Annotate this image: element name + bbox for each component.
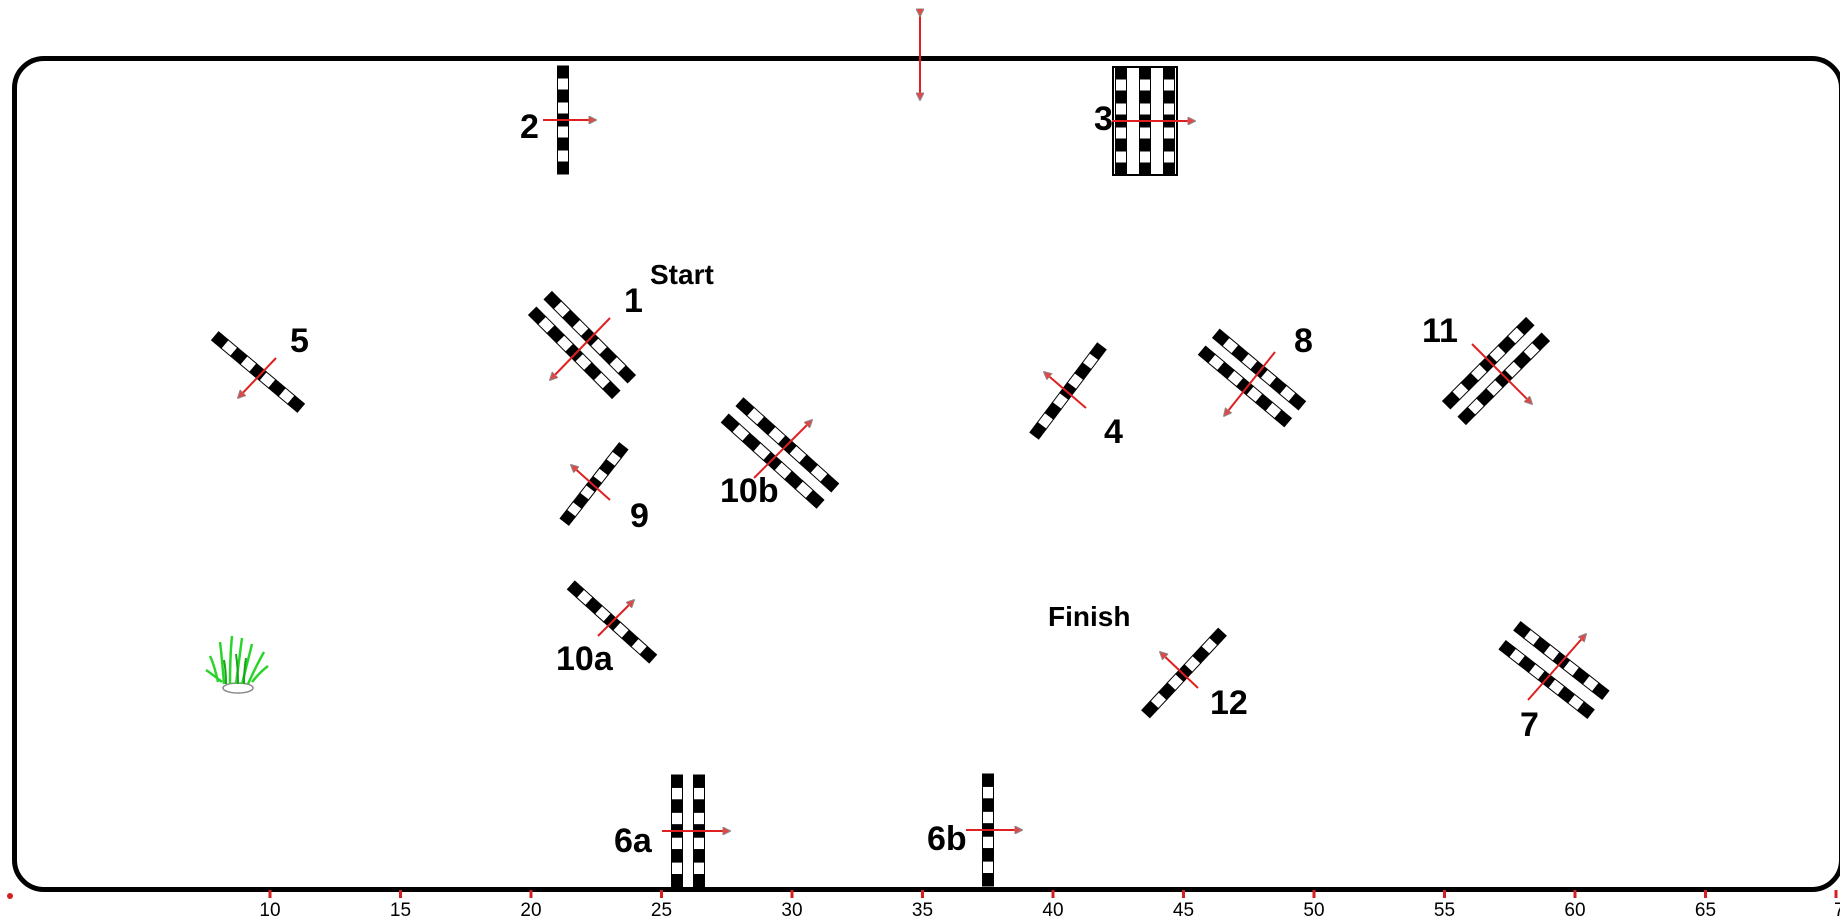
axis-tick-label: 30 bbox=[781, 900, 802, 918]
obstacle-label: 12 bbox=[1210, 684, 1248, 722]
axis-tick-label: 45 bbox=[1173, 900, 1194, 918]
finish-label: Finish bbox=[1048, 601, 1130, 632]
obstacle-label: 11 bbox=[1422, 312, 1458, 350]
bottom-axis: 10 15 20 25 30 35 40 45 50 55 60 65 7 bbox=[7, 890, 1840, 918]
plant-icon bbox=[205, 635, 269, 694]
double-jump-icon bbox=[1441, 316, 1551, 426]
obstacle-6b[interactable]: 6b bbox=[927, 773, 1022, 887]
double-jump-icon bbox=[671, 774, 705, 888]
axis-tick-label: 50 bbox=[1303, 900, 1324, 918]
direction-arrow-icon bbox=[550, 317, 611, 380]
pole bbox=[693, 774, 705, 888]
pole bbox=[559, 442, 629, 526]
pole bbox=[1139, 66, 1151, 176]
jump-icon bbox=[1141, 627, 1227, 719]
obstacle-4[interactable]: 4 bbox=[1029, 342, 1123, 451]
obstacle-11[interactable]: 11 bbox=[1422, 312, 1551, 426]
pole bbox=[720, 413, 825, 509]
axis-tick-label: 60 bbox=[1564, 900, 1585, 918]
obstacle-12[interactable]: 12 bbox=[1141, 627, 1248, 722]
axis-tick-label: 25 bbox=[651, 900, 672, 918]
jump-icon bbox=[982, 773, 994, 887]
pole bbox=[1197, 345, 1293, 428]
pole bbox=[543, 290, 637, 384]
pole bbox=[1163, 66, 1175, 176]
pole bbox=[210, 331, 306, 413]
pole bbox=[1211, 328, 1307, 411]
pole bbox=[1513, 621, 1610, 701]
obstacle-8[interactable]: 8 bbox=[1197, 322, 1313, 428]
oxer-icon bbox=[1112, 66, 1178, 176]
obstacle-10b[interactable]: 10b bbox=[720, 397, 840, 510]
direction-arrow-icon bbox=[1044, 372, 1087, 409]
axis-tick-label: 40 bbox=[1042, 900, 1063, 918]
pole bbox=[1029, 342, 1107, 440]
obstacle-5[interactable]: 5 bbox=[210, 322, 309, 413]
pole bbox=[1498, 639, 1595, 719]
direction-arrow-icon bbox=[753, 420, 812, 479]
obstacle-label: 2 bbox=[520, 108, 539, 146]
pole bbox=[1441, 316, 1535, 410]
axis-start-dot bbox=[7, 893, 13, 899]
obstacle-label: 5 bbox=[290, 322, 309, 360]
axis-tick-label: 35 bbox=[912, 900, 933, 918]
double-jump-icon bbox=[720, 397, 840, 509]
axis-tick-label: 65 bbox=[1695, 900, 1716, 918]
obstacle-label: 10a bbox=[556, 640, 614, 678]
obstacle-label: 9 bbox=[630, 497, 649, 535]
jump-icon bbox=[1029, 342, 1107, 440]
pole bbox=[982, 773, 994, 887]
pole bbox=[671, 774, 683, 888]
obstacle-label: 1 bbox=[624, 282, 643, 320]
obstacle-7[interactable]: 7 bbox=[1498, 621, 1610, 744]
obstacle-label: 6b bbox=[927, 820, 967, 858]
obstacle-2[interactable]: 2 bbox=[520, 65, 596, 175]
obstacle-10a[interactable]: 10a bbox=[556, 580, 658, 678]
pole bbox=[735, 397, 840, 493]
obstacle-9[interactable]: 9 bbox=[559, 442, 649, 535]
axis-tick-label: 20 bbox=[520, 900, 541, 918]
double-jump-icon bbox=[1197, 328, 1307, 428]
direction-arrow-icon bbox=[597, 600, 634, 637]
obstacle-label: 3 bbox=[1094, 100, 1113, 138]
obstacle-label: 10b bbox=[720, 472, 779, 510]
pole bbox=[1115, 66, 1127, 176]
start-label: Start bbox=[650, 259, 714, 290]
direction-arrow-icon bbox=[1527, 634, 1586, 701]
pole bbox=[1457, 332, 1551, 426]
double-jump-icon bbox=[1498, 621, 1610, 719]
axis-end-label: 7 bbox=[1834, 900, 1840, 918]
direction-arrow-icon bbox=[1471, 343, 1532, 404]
axis-tick-label: 55 bbox=[1434, 900, 1455, 918]
direction-arrow-icon bbox=[1160, 652, 1199, 689]
obstacle-label: 4 bbox=[1104, 413, 1123, 451]
obstacle-1[interactable]: 1 bbox=[527, 282, 643, 400]
direction-arrow-icon bbox=[571, 465, 611, 501]
pole bbox=[1141, 627, 1227, 719]
axis-tick-label: 10 bbox=[259, 900, 280, 918]
obstacle-6a[interactable]: 6a bbox=[614, 774, 730, 888]
pole bbox=[527, 306, 621, 400]
direction-arrow-icon bbox=[238, 357, 277, 398]
obstacle-3[interactable]: 3 bbox=[1094, 66, 1195, 176]
jump-icon bbox=[210, 331, 306, 413]
axis-tick-label: 15 bbox=[390, 900, 411, 918]
double-jump-icon bbox=[527, 290, 637, 400]
direction-arrow-icon bbox=[1224, 351, 1276, 416]
jump-icon bbox=[559, 442, 629, 526]
obstacle-label: 8 bbox=[1294, 322, 1313, 360]
obstacle-label: 7 bbox=[1520, 706, 1539, 744]
obstacle-label: 6a bbox=[614, 822, 653, 860]
